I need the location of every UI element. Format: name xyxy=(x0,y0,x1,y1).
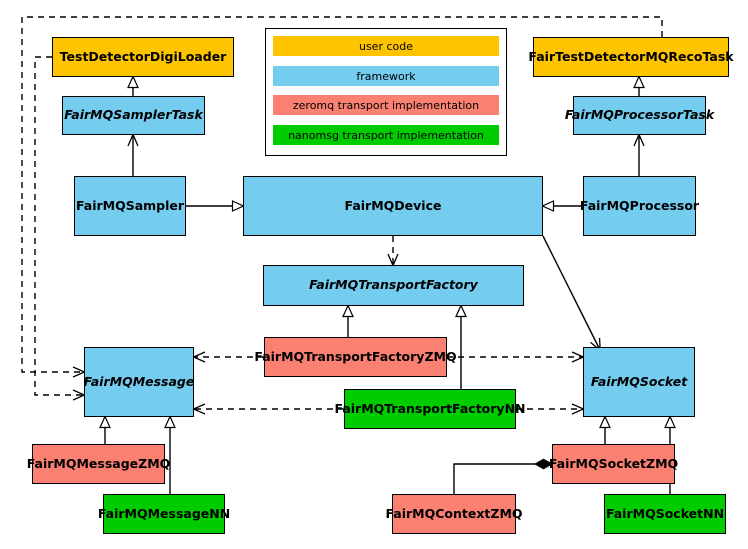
class-label: FairMQTransportFactoryNN xyxy=(334,400,526,416)
legend-label-nanomsg: nanomsg transport implementation xyxy=(288,128,484,142)
class-node-fairmqtransportfactory[interactable]: FairMQTransportFactory xyxy=(263,265,524,306)
class-node-fairmqtransportfactoryzmq[interactable]: FairMQTransportFactoryZMQ xyxy=(254,337,457,377)
edge-device-to-socket xyxy=(542,235,600,350)
class-node-fairmqsocket[interactable]: FairMQSocket xyxy=(583,347,695,417)
class-node-fairmqprocessor[interactable]: FairMQProcessor xyxy=(579,176,700,236)
class-node-testdetectordigiloader[interactable]: TestDetectorDigiLoader xyxy=(52,37,234,77)
class-node-fairmqsocketzmq[interactable]: FairMQSocketZMQ xyxy=(548,444,679,484)
edge-digiloader-to-message xyxy=(34,56,84,395)
legend-item-zeromq: zeromq transport implementation xyxy=(273,95,499,115)
class-label: FairMQMessageZMQ xyxy=(26,455,171,471)
class-label: FairMQSocket xyxy=(590,373,688,389)
legend-label-zeromq: zeromq transport implementation xyxy=(292,98,480,112)
class-node-fairmqsamplertask[interactable]: FairMQSamplerTask xyxy=(62,96,205,135)
class-label: FairMQSampler xyxy=(75,197,185,213)
legend-item-framework: framework xyxy=(273,66,499,86)
class-label: FairMQTransportFactoryZMQ xyxy=(254,348,457,364)
class-node-fairmqsocketnn[interactable]: FairMQSocketNN xyxy=(604,494,726,534)
class-label: FairMQSocketZMQ xyxy=(548,455,679,471)
class-node-fairmqcontextzmq[interactable]: FairMQContextZMQ xyxy=(385,494,523,534)
class-label: FairMQMessage xyxy=(83,373,195,389)
class-label: FairMQMessageNN xyxy=(97,505,231,521)
class-label: TestDetectorDigiLoader xyxy=(59,48,227,64)
class-node-fairmqsampler[interactable]: FairMQSampler xyxy=(74,176,186,236)
class-label: FairMQTransportFactory xyxy=(309,277,478,293)
class-label: FairMQContextZMQ xyxy=(385,505,523,521)
class-label: FairMQSocketNN xyxy=(605,505,725,521)
class-node-fairmqmessagezmq[interactable]: FairMQMessageZMQ xyxy=(27,444,170,484)
legend-item-user-code: user code xyxy=(273,36,499,56)
class-node-fairmqmessagenn[interactable]: FairMQMessageNN xyxy=(98,494,230,534)
class-label: FairMQSamplerTask xyxy=(64,107,203,123)
class-node-fairtestdetectormqrecotask[interactable]: FairTestDetectorMQRecoTask xyxy=(528,37,734,77)
class-node-fairmqtransportfactorynn[interactable]: FairMQTransportFactoryNN xyxy=(335,389,526,429)
class-label: FairMQDevice xyxy=(344,197,442,213)
class-node-fairmqmessage[interactable]: FairMQMessage xyxy=(84,347,194,417)
class-label: FairMQProcessor xyxy=(579,197,700,213)
legend-item-nanomsg: nanomsg transport implementation xyxy=(273,125,499,145)
class-label: FairTestDetectorMQRecoTask xyxy=(528,48,734,64)
edge-contextzmq-to-socketzmq xyxy=(453,464,552,494)
legend-label-framework: framework xyxy=(356,69,416,83)
class-node-fairmqprocessortask[interactable]: FairMQProcessorTask xyxy=(565,96,714,135)
edge-recotask-to-message xyxy=(21,16,663,372)
class-label: FairMQProcessorTask xyxy=(564,107,715,123)
class-node-fairmqdevice[interactable]: FairMQDevice xyxy=(243,176,543,236)
legend-label-user-code: user code xyxy=(358,39,414,53)
